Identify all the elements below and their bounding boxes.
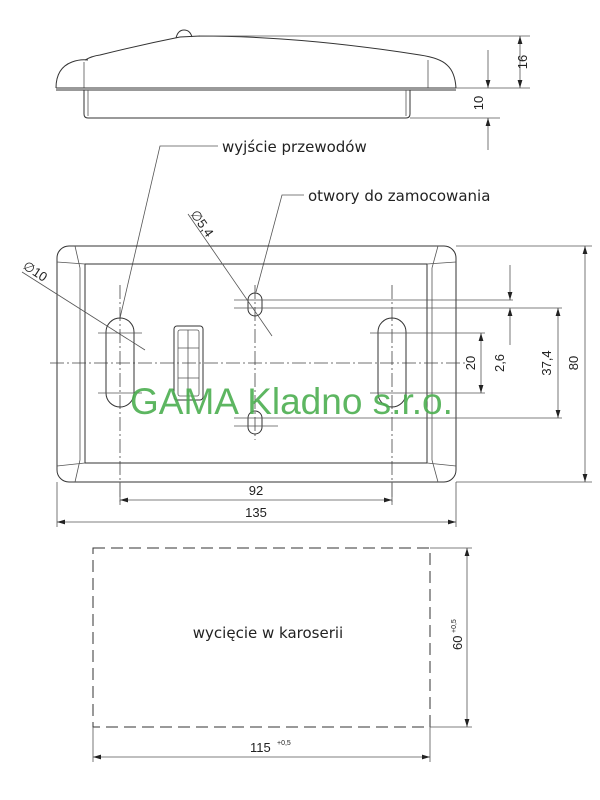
label-mounting-holes: otwory do zamocowania [308, 187, 490, 205]
dim-10: 10 [471, 96, 486, 110]
dim-60-tolerance: +0,5 [451, 619, 458, 633]
label-cutout: wycięcie w karoserii [193, 624, 343, 642]
hole-top [247, 292, 263, 317]
leader-mounting-holes [255, 194, 304, 293]
dim-92: 92 [249, 483, 263, 498]
dim-115: 115 [250, 740, 271, 755]
dim-135: 135 [245, 505, 267, 520]
watermark: GAMA Kladno s.r.o. [130, 381, 453, 422]
dim-2-6: 2,6 [492, 354, 507, 372]
dim-dia-5-4: ∅5,4 [188, 207, 217, 240]
slot-left [105, 317, 135, 408]
slot-right [377, 317, 407, 408]
dim-80: 80 [566, 356, 581, 370]
dim-16: 16 [515, 55, 530, 69]
dim-115-tolerance: +0,5 [277, 740, 291, 747]
switch [173, 325, 204, 401]
dim-20: 20 [463, 356, 478, 370]
cutout-view: wycięcie w karoserii 60 +0,5 115 +0,5 [92, 547, 472, 762]
front-view: ∅10 ∅5,4 80 37,4 2,6 20 92 135 [20, 207, 592, 527]
dim-37-4: 37,4 [539, 350, 554, 375]
dim-60: 60 [450, 636, 465, 650]
hole-bottom [247, 410, 263, 435]
label-cable-exit: wyjście przewodów [222, 138, 367, 156]
side-view: 16 10 [55, 29, 530, 150]
leader-cable-exit [119, 145, 218, 319]
